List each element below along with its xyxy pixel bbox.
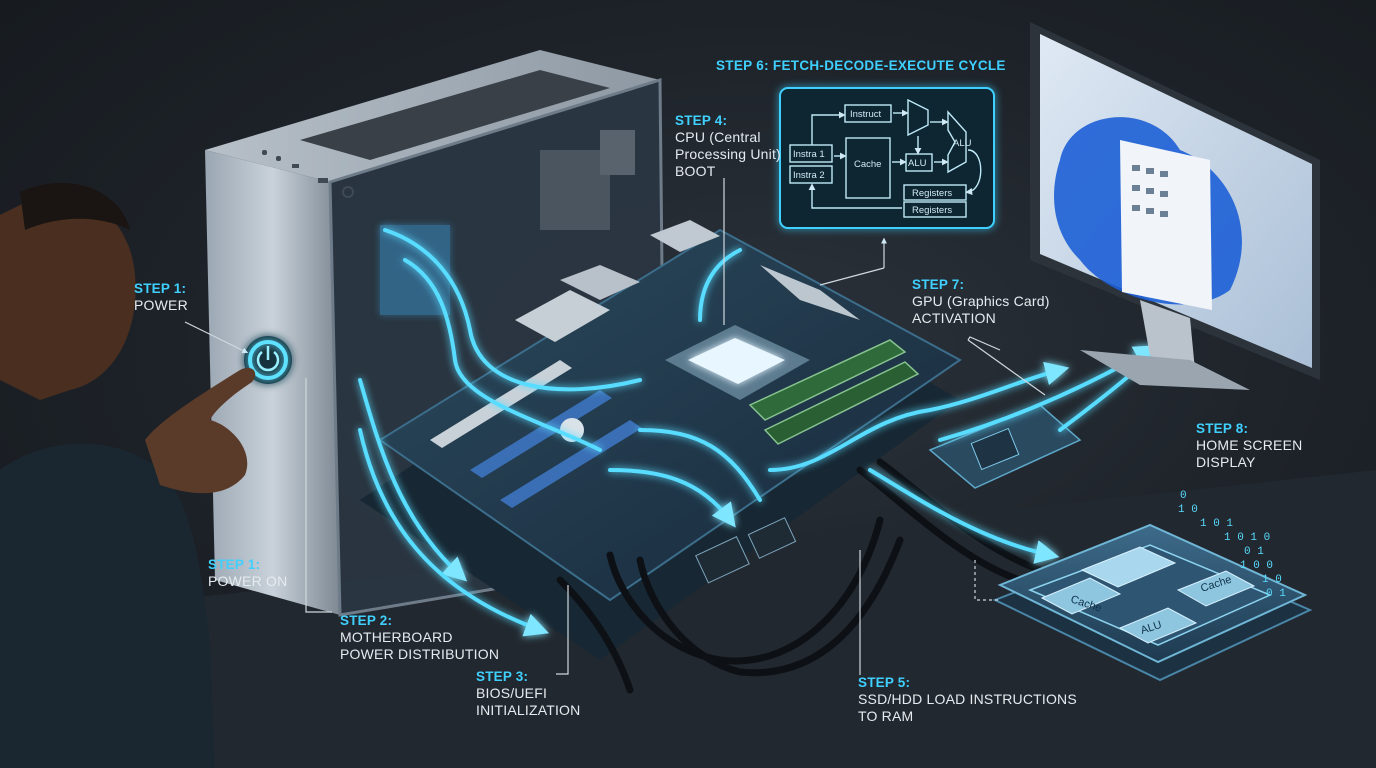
chip-diagram: Cache Cache ALU 0 1 0 1 0 1 1 0 1 0 0 1 … (992, 490, 1313, 682)
step1-heading: STEP 1: (134, 281, 187, 296)
step2-heading: STEP 2: (340, 613, 393, 628)
svg-text:0 1: 0 1 (1244, 546, 1264, 558)
fd-instr-2: Instra 2 (793, 170, 825, 181)
svg-text:1 0 1: 1 0 1 (1200, 518, 1233, 530)
step8-heading: STEP 8: (1196, 421, 1249, 436)
step1b-text: POWER ON (208, 573, 288, 589)
binary-stream: 0 1 0 1 0 1 1 0 1 0 0 1 1 0 0 1 0 0 1 (1178, 490, 1286, 600)
step5-heading: STEP 5: (858, 675, 911, 690)
svg-text:1 0: 1 0 (1178, 504, 1198, 516)
step7-text: GPU (Graphics Card) ACTIVATION (912, 293, 1050, 326)
svg-text:0: 0 (1180, 490, 1187, 502)
svg-text:1 0: 1 0 (1262, 574, 1282, 586)
fd-alu: ALU (908, 158, 927, 169)
step4-text: CPU (Central Processing Unit) BOOT (675, 129, 781, 179)
svg-text:1 0 1 0: 1 0 1 0 (1224, 532, 1270, 544)
svg-text:1 0 0: 1 0 0 (1240, 560, 1273, 572)
fd-registers-1: Registers (912, 188, 952, 199)
fd-alu-2: ALU (953, 138, 972, 149)
fd-cache: Cache (854, 159, 881, 170)
step6-title: STEP 6: FETCH-DECODE-EXECUTE CYCLE (716, 58, 1006, 73)
fd-instruct: Instruct (850, 109, 882, 120)
person (0, 182, 256, 768)
step5-text: SSD/HDD LOAD INSTRUCTIONS TO RAM (858, 691, 1077, 724)
monitor (1030, 22, 1320, 390)
label-step3: STEP 3: BIOS/UEFI INITIALIZATION (476, 668, 580, 719)
step7-heading: STEP 7: (912, 277, 965, 292)
power-button-icon[interactable] (244, 336, 292, 384)
step3-text: BIOS/UEFI INITIALIZATION (476, 685, 581, 718)
label-step1-power: STEP 1: POWER (134, 280, 188, 314)
label-step4: STEP 4: CPU (Central Processing Unit) BO… (675, 112, 781, 180)
label-step5: STEP 5: SSD/HDD LOAD INSTRUCTIONS TO RAM (858, 674, 1077, 725)
svg-text:0 1: 0 1 (1266, 588, 1286, 600)
step1b-heading: STEP 1: (208, 557, 261, 572)
label-step7: STEP 7: GPU (Graphics Card) ACTIVATION (912, 276, 1050, 327)
leader-lines (184, 178, 1046, 675)
step1-text: POWER (134, 297, 188, 313)
desk (170, 470, 1376, 768)
label-step8: STEP 8: HOME SCREEN DISPLAY (1196, 420, 1302, 471)
label-step1-power-on: STEP 1: POWER ON (208, 556, 287, 590)
motherboard (360, 220, 1082, 660)
step3-heading: STEP 3: (476, 669, 529, 684)
fd-registers-2: Registers (912, 205, 952, 216)
label-step2: STEP 2: MOTHERBOARD POWER DISTRIBUTION (340, 612, 499, 663)
step4-heading: STEP 4: (675, 113, 728, 128)
step2-text: MOTHERBOARD POWER DISTRIBUTION (340, 629, 500, 662)
fetch-decode-execute-panel: Instruct Instra 1 Instra 2 Cache ALU ALU… (779, 87, 995, 229)
step8-text: HOME SCREEN DISPLAY (1196, 437, 1303, 470)
fd-instr-1: Instra 1 (793, 149, 825, 160)
